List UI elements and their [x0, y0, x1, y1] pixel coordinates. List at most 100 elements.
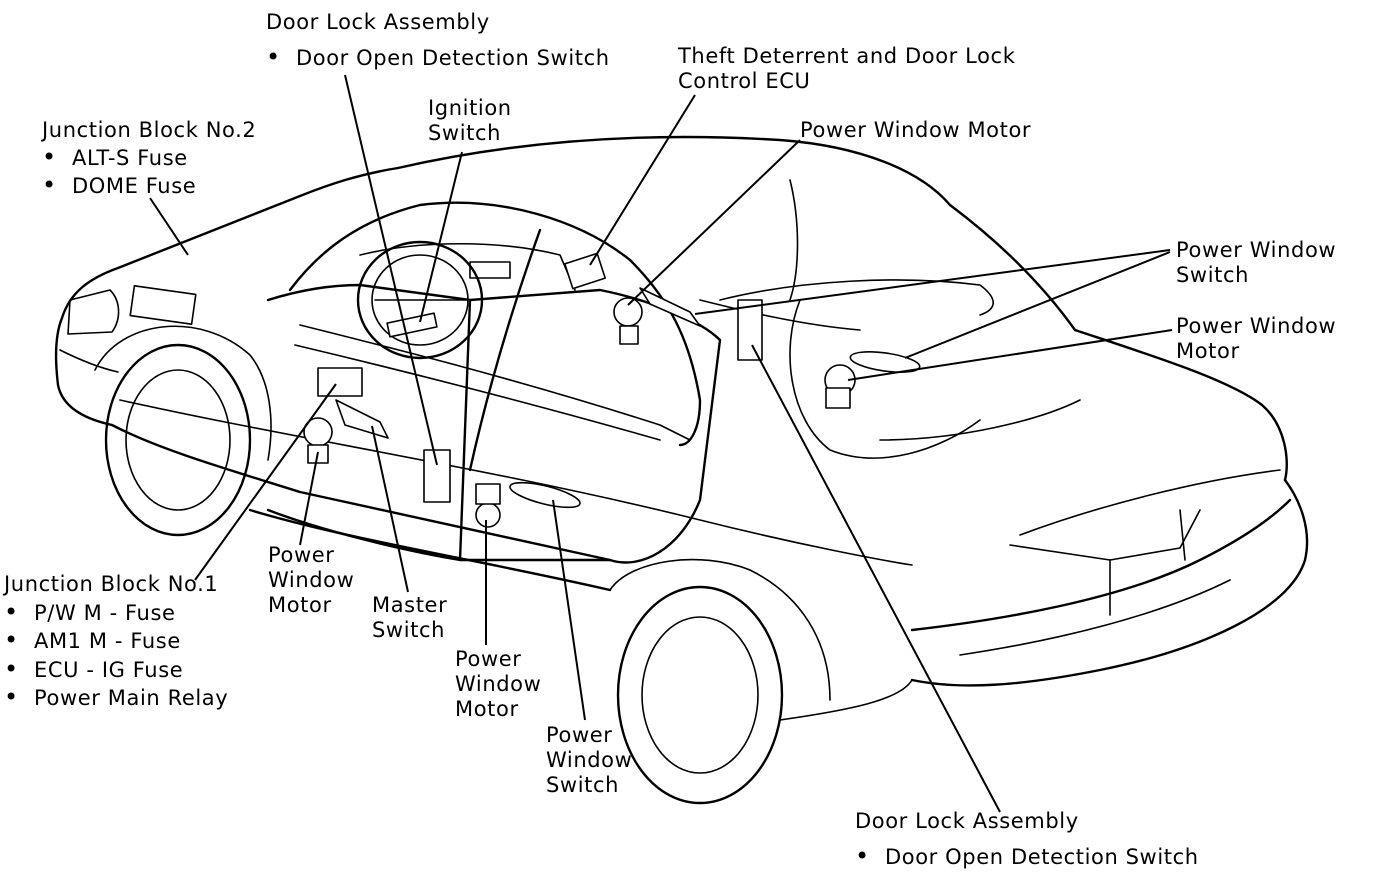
callout-bullet-item: DOME Fuse: [42, 172, 256, 200]
trunk-lid-edge: [1019, 469, 1281, 536]
callout-line: Master: [372, 593, 448, 617]
rear-seat-back: [789, 179, 799, 301]
leader-pw-switch-rear-left: [552, 499, 586, 721]
door-lock-rear-shape: [737, 299, 763, 361]
tail-outline: [910, 478, 1309, 687]
master-switch-shape: [335, 399, 389, 439]
callout-ignition: Ignition Switch: [428, 96, 512, 146]
callout-line: Power: [455, 647, 522, 671]
front-wheel-rim: [125, 369, 231, 511]
callout-line: Switch: [546, 773, 620, 797]
body-crease: [119, 399, 913, 566]
front-nose: [54, 316, 114, 427]
trunk-top: [1073, 328, 1288, 482]
junction-block-2-box: [129, 285, 197, 325]
callout-line: Switch: [372, 618, 446, 642]
rear-interior: [699, 299, 861, 331]
taillight-band: [1009, 509, 1201, 561]
callout-line: Ignition: [428, 96, 512, 120]
callout-bullet-item: Power Main Relay: [4, 684, 228, 713]
callout-line: Motor: [1176, 339, 1240, 363]
hood-outline: [60, 166, 400, 320]
callout-line: Power Window Motor: [800, 118, 1032, 142]
rear-wheel-arch: [609, 558, 831, 701]
pw-motor-top-base: [619, 325, 639, 345]
leader-ignition: [419, 151, 463, 323]
callout-line: Switch: [428, 121, 502, 145]
leader-master-switch: [371, 425, 409, 593]
callout-line: Power: [546, 723, 613, 747]
callout-bullet-item: ECU - IG Fuse: [4, 656, 228, 685]
theft-ecu-box: [564, 252, 606, 290]
pw-motor-right-base: [825, 387, 851, 409]
callout-line: Window: [455, 672, 542, 696]
leader-theft-ecu: [589, 94, 696, 266]
callout-door-lock-front: Door Lock Assembly Door Open Detection S…: [266, 10, 610, 71]
callout-line: Window: [268, 568, 355, 592]
rear-bumper-lower: [959, 579, 1231, 656]
callout-line: Motor: [455, 697, 519, 721]
b-pillar: [468, 228, 542, 472]
steering-wheel-inner: [371, 254, 469, 346]
leader-pw-motor-right: [847, 329, 1173, 381]
ignition-cylinder: [386, 312, 438, 338]
junction-block-1-box: [317, 367, 363, 397]
trunk-divider-2: [1179, 509, 1186, 561]
callout-line: Control ECU: [678, 69, 811, 93]
callout-bullet-item: AM1 M - Fuse: [4, 627, 228, 656]
callout-junction-block-1: Junction Block No.1 P/W M - Fuse AM1 M -…: [4, 571, 228, 713]
callout-title: Junction Block No.2: [42, 118, 257, 142]
callout-title: Door Lock Assembly: [855, 809, 1079, 833]
callout-pw-motor-right: Power Window Motor: [1176, 314, 1336, 364]
leader-pw-switch-right-a: [694, 249, 1171, 315]
leader-door-lock-front: [344, 74, 438, 466]
dashboard: [359, 242, 576, 291]
rear-bumper: [910, 498, 1292, 632]
front-wheel-arch: [94, 325, 272, 461]
leader-door-lock-rear: [751, 344, 1001, 813]
callout-title: Door Lock Assembly: [266, 10, 490, 34]
callout-master-switch: Master Switch: [372, 593, 447, 643]
car-illustration: [54, 135, 1309, 805]
callout-line: Theft Deterrent and Door Lock: [678, 44, 1016, 68]
rear-window-line: [948, 203, 1077, 332]
side-sill: [110, 423, 612, 562]
callout-bullet-item: ALT-S Fuse: [42, 144, 256, 172]
door-lock-front-shape: [423, 449, 451, 503]
callout-line: Power Window: [1176, 238, 1337, 262]
pw-switch-rear-left-shape: [509, 481, 581, 509]
callout-bullet-item: P/W M - Fuse: [4, 599, 228, 628]
leader-lines: [149, 74, 1173, 813]
callout-pw-switch-right: Power Window Switch: [1176, 238, 1336, 288]
callout-theft-ecu: Theft Deterrent and Door Lock Control EC…: [678, 44, 1015, 94]
roof-line: [396, 135, 952, 207]
rear-wheel-tire: [616, 585, 784, 805]
c-pillar: [628, 258, 702, 447]
dash-vent: [469, 261, 511, 279]
leader-junction-block-1: [194, 383, 337, 581]
leader-junction-block-2: [149, 197, 189, 256]
a-pillar: [288, 201, 632, 292]
rear-seat-side: [789, 299, 981, 459]
window-sash-2: [294, 344, 661, 441]
callout-line: Power Window: [1176, 314, 1337, 338]
callout-line: Power: [268, 543, 335, 567]
callout-door-lock-rear: Door Lock Assembly Door Open Detection S…: [855, 809, 1199, 870]
pw-motor-top-bracket: [639, 287, 701, 327]
window-sash: [299, 324, 691, 441]
leader-pw-motor-top: [627, 139, 801, 306]
leader-pw-switch-right-b: [904, 251, 1171, 359]
headlight: [67, 289, 120, 335]
front-door-outline: [266, 283, 472, 562]
trunk-interior-line: [879, 399, 1081, 441]
steering-wheel: [356, 240, 484, 360]
callout-junction-block-2: Junction Block No.2 ALT-S Fuse DOME Fuse: [42, 117, 256, 200]
callout-bullet-item: Door Open Detection Switch: [855, 844, 1199, 870]
callout-pw-motor-top: Power Window Motor: [800, 118, 1031, 143]
callout-line: Window: [546, 748, 633, 772]
pw-motor-rear-left-shape: [475, 502, 501, 528]
pw-switch-right-shape: [849, 351, 921, 373]
callout-bullet-item: Door Open Detection Switch: [266, 45, 610, 71]
